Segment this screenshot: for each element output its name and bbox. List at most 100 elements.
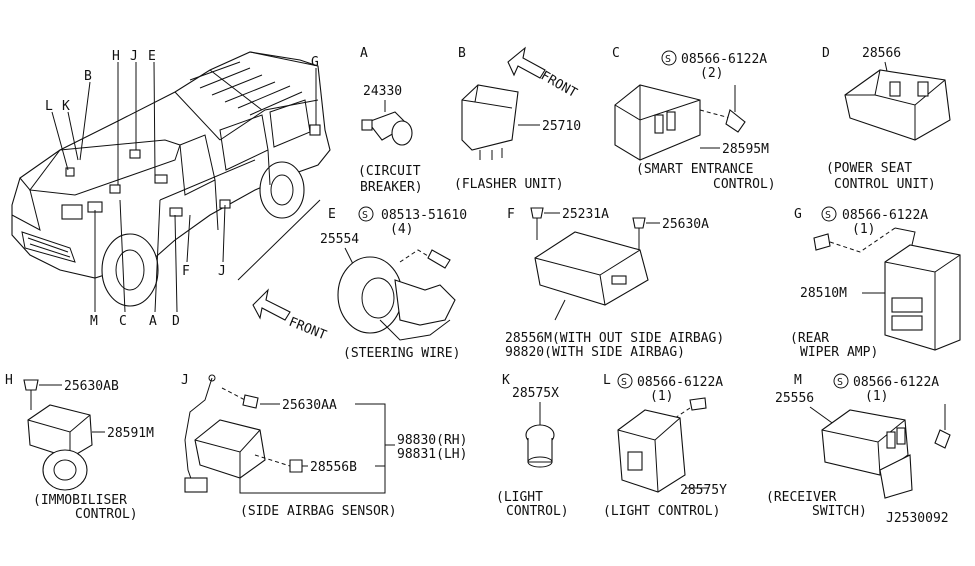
section-j: J 25630AA 28556B 98830(RH) 98831(LH) (SI…	[181, 373, 467, 519]
section-g-letter: G	[794, 207, 802, 222]
section-a-letter: A	[360, 46, 368, 61]
section-c-letter: C	[612, 46, 620, 61]
part-number-24330: 24330	[363, 84, 402, 99]
vehicle-callout-f: F	[182, 264, 190, 279]
section-j-letter: J	[181, 373, 189, 388]
part-number-28591m: 28591M	[107, 426, 154, 441]
vehicle-callout-k: K	[62, 99, 70, 114]
part-number-25556: 25556	[775, 391, 814, 406]
front-arrow-e-icon	[252, 288, 291, 321]
caption-l: (LIGHT CONTROL)	[603, 504, 720, 519]
screw-qty-m: (1)	[865, 389, 888, 404]
vehicle-callout-g: G	[311, 55, 319, 70]
caption-g-line1: (REAR	[790, 331, 829, 346]
screw-symbol-m: S	[837, 377, 843, 388]
screw-part-l: 08566-6122A	[637, 375, 723, 390]
section-d-letter: D	[822, 46, 830, 61]
vehicle-callout-m: M	[90, 314, 98, 329]
screw-symbol-m-icon	[833, 373, 849, 389]
part-number-25710: 25710	[542, 119, 581, 134]
part-number-98830-rh: 98830(RH)	[397, 433, 467, 448]
screw-symbol-c: S	[665, 54, 671, 65]
screw-part-m: 08566-6122A	[853, 375, 939, 390]
screw-symbol-c-icon	[661, 50, 677, 66]
caption-c-line1: (SMART ENTRANCE	[636, 162, 753, 177]
section-e: E S 08513-51610 (4) 25554 FRONT (STEERIN…	[252, 206, 467, 361]
caption-c-line2: CONTROL)	[713, 177, 776, 192]
vehicle-callout-a: A	[149, 314, 157, 329]
section-d: D 28566 (POWER SEAT CONTROL UNIT)	[822, 46, 951, 192]
screw-symbol-g: S	[825, 210, 831, 221]
part-number-98831-lh: 98831(LH)	[397, 447, 467, 462]
screw-symbol-e: S	[362, 210, 368, 221]
caption-h-line2: CONTROL)	[75, 507, 138, 522]
screw-part-c: 08566-6122A	[681, 52, 767, 67]
section-a: A 24330 (CIRCUIT BREAKER)	[358, 46, 423, 195]
part-number-25554: 25554	[320, 232, 359, 247]
section-c: C S 08566-6122A (2) 28595M (SMART ENTRAN…	[612, 46, 776, 192]
front-label-e: FRONT	[287, 315, 329, 344]
section-k: K 28575X (LIGHT CONTROL)	[496, 373, 569, 519]
front-label-b: FRONT	[538, 68, 580, 101]
caption-b: (FLASHER UNIT)	[454, 177, 564, 192]
vehicle-callout-c: C	[119, 314, 127, 329]
caption-d-line2: CONTROL UNIT)	[834, 177, 936, 192]
caption-m-line2: SWITCH)	[812, 504, 867, 519]
caption-j: (SIDE AIRBAG SENSOR)	[240, 504, 397, 519]
screw-part-g: 08566-6122A	[842, 208, 928, 223]
caption-f-line1: 28556M(WITH OUT SIDE AIRBAG)	[505, 331, 724, 346]
part-number-28566: 28566	[862, 46, 901, 61]
screw-part-e: 08513-51610	[381, 208, 467, 223]
vehicle-callout-j-top: J	[130, 49, 138, 64]
screw-symbol-g-icon	[821, 206, 837, 222]
part-number-25231a: 25231A	[562, 207, 609, 222]
caption-f-line2: 98820(WITH SIDE AIRBAG)	[505, 345, 685, 360]
part-number-28575y: 28575Y	[680, 483, 727, 498]
section-e-letter: E	[328, 207, 336, 222]
vehicle-callout-e: E	[148, 49, 156, 64]
section-f: F 25231A 25630A 28556M(WITH OUT SIDE AIR…	[505, 207, 724, 360]
part-number-28595m: 28595M	[722, 142, 769, 157]
section-g: G S 08566-6122A (1) 28510M (REAR WIPER A…	[790, 206, 961, 360]
screw-qty-c: (2)	[700, 66, 723, 81]
vehicle-callout-b: B	[84, 69, 92, 84]
caption-m-line1: (RECEIVER	[766, 490, 837, 505]
vehicle-callout-d: D	[172, 314, 180, 329]
vehicle-illustration	[11, 51, 331, 313]
section-b: B FRONT 25710 (FLASHER UNIT)	[454, 46, 581, 192]
section-b-letter: B	[458, 46, 466, 61]
caption-k-line1: (LIGHT	[496, 490, 543, 505]
caption-a-line1: (CIRCUIT	[358, 164, 421, 179]
caption-e: (STEERING WIRE)	[343, 346, 460, 361]
section-m-letter: M	[794, 373, 802, 388]
screw-qty-e: (4)	[390, 222, 413, 237]
section-f-letter: F	[507, 207, 515, 222]
diagram-id: J2530092	[886, 511, 949, 526]
screw-symbol-l: S	[621, 377, 627, 388]
screw-qty-l: (1)	[650, 389, 673, 404]
section-m: M S 08566-6122A (1) 25556 (RECEIVER SWIT…	[766, 373, 951, 519]
part-number-28575x: 28575X	[512, 386, 559, 401]
part-number-25630ab: 25630AB	[64, 379, 119, 394]
vehicle-callout-l: L	[45, 99, 53, 114]
caption-d-line1: (POWER SEAT	[826, 161, 912, 176]
caption-k-line2: CONTROL)	[506, 504, 569, 519]
caption-h-line1: (IMMOBILISER	[33, 493, 127, 508]
section-k-letter: K	[502, 373, 510, 388]
screw-qty-g: (1)	[852, 222, 875, 237]
front-arrow-b-icon	[507, 46, 546, 79]
vehicle-callout-j-bottom: J	[218, 264, 226, 279]
part-number-28510m: 28510M	[800, 286, 847, 301]
vehicle-callout-h: H	[112, 49, 120, 64]
screw-symbol-l-icon	[617, 373, 633, 389]
section-h: H 25630AB 28591M (IMMOBILISER CONTROL)	[5, 373, 154, 522]
section-h-letter: H	[5, 373, 13, 388]
part-number-25630aa: 25630AA	[282, 398, 337, 413]
part-number-28556b: 28556B	[310, 460, 357, 475]
part-number-25630a: 25630A	[662, 217, 709, 232]
caption-a-line2: BREAKER)	[360, 180, 423, 195]
caption-g-line2: WIPER AMP)	[800, 345, 878, 360]
section-l-letter: L	[603, 373, 611, 388]
screw-symbol-e-icon	[358, 206, 374, 222]
